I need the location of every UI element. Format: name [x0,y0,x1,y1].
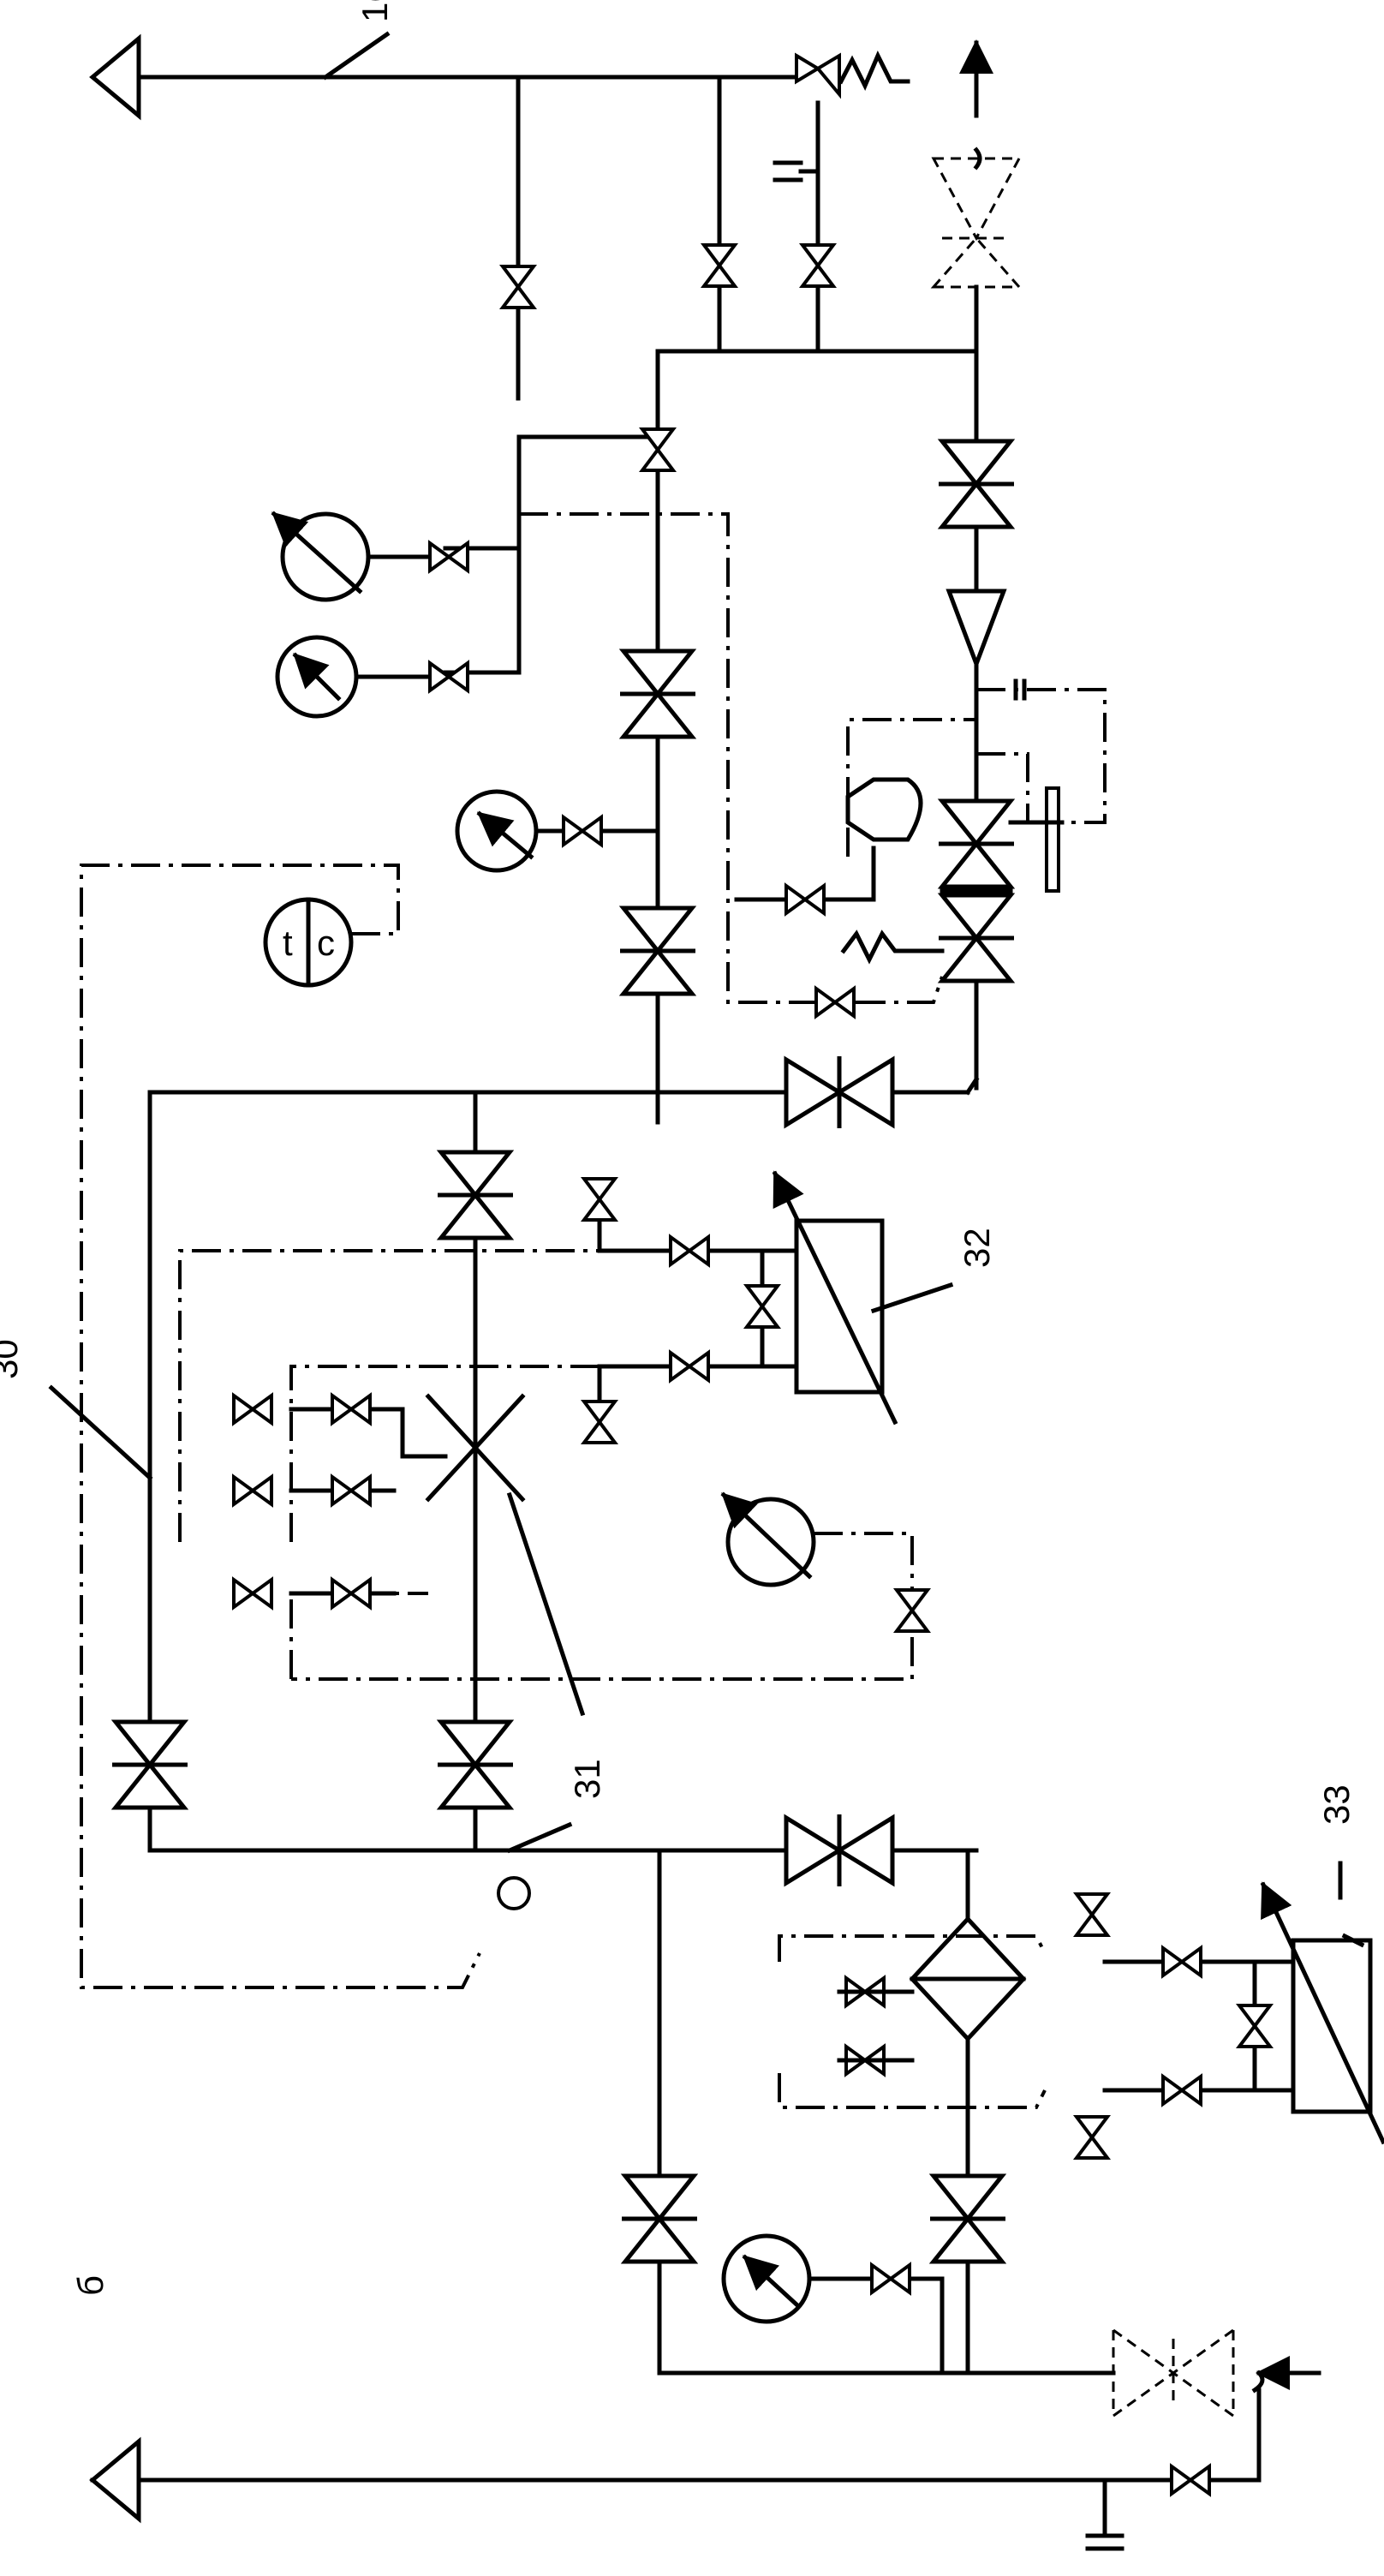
manifold-30 [147,1090,979,1853]
pressure-gauge [721,2233,945,2376]
drain-valve [582,1400,617,1444]
figure-letter: б [70,2275,110,2296]
gauge-t: t [283,923,293,963]
gauge-c: c [317,923,335,963]
gate-valve [620,908,695,994]
bypass-valve [655,1056,970,1128]
label-32: 32 [957,1228,997,1268]
gate-valve [438,1152,513,1238]
pressure-gauge [271,511,469,602]
pressure-gauge [455,789,660,873]
header-branch-valve [501,265,535,309]
header-line-16 [89,31,820,401]
gate-valve [112,1722,188,1808]
svg-text:16: 16 [355,0,395,22]
gate-valve [620,651,695,737]
orifice-31 [425,1393,526,1503]
impulse-valve [331,1578,372,1609]
filter [778,1916,1047,2109]
control-line [519,512,856,1004]
svg-text:30: 30 [0,1339,25,1379]
reducer [946,589,1007,671]
label-16: 16 [355,0,395,22]
valve [641,427,675,472]
svg-text:33: 33 [1316,1784,1357,1825]
outlet-arrow [930,39,1023,289]
inlet [89,2328,1321,2551]
header-branch-valve [702,243,737,288]
label-31: 31 [506,1491,607,1799]
relief-valve [773,51,910,182]
bypass-valve-bottom [786,1814,892,1886]
meter-valve [1161,1946,1202,1977]
gate-valve [939,441,1014,527]
main-pipe-top [443,284,980,1125]
header-branch-valve [801,243,835,288]
impulse-valve [331,1475,372,1506]
gate-valve [622,2176,697,2262]
impulse-valve [232,1578,273,1609]
gate-valve [438,1722,513,1808]
control-line [856,976,944,1004]
equalizing-valve [745,1284,779,1329]
impulse-valve [232,1394,273,1425]
regulator-assembly [734,678,1107,1091]
pressure-gauge [275,635,469,719]
meter-valve [669,1235,710,1266]
gate-valve [930,2176,1005,2262]
equalizing-valve [1238,2004,1272,2048]
meter-valve [1161,2075,1202,2106]
drain-valve [1075,1892,1109,1937]
meter-32 [597,1170,954,1425]
impulse-valve [232,1475,273,1506]
thermometer: t c [80,864,481,1989]
impulse-lines [178,1249,600,1679]
svg-text:б: б [70,2275,110,2296]
differential-gauge [291,1491,929,1681]
impulse-valve [331,1394,372,1425]
meter-valve [669,1351,710,1382]
drain-valve [582,1177,617,1222]
drain-valve [1075,2115,1109,2160]
label-30: 30 [0,1339,153,1481]
svg-text:31: 31 [567,1759,607,1799]
label-33: 33 [1316,1784,1357,1900]
svg-text:32: 32 [957,1228,997,1268]
